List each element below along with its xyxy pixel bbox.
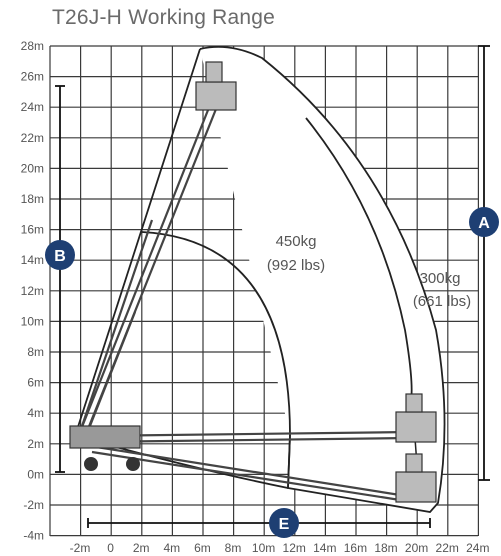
y-tick-label: 20m bbox=[21, 161, 44, 175]
y-tick-label: 22m bbox=[21, 131, 44, 145]
x-tick-label: 4m bbox=[163, 541, 180, 555]
x-tick-label: 22m bbox=[436, 541, 459, 555]
x-tick-label: 14m bbox=[313, 541, 336, 555]
machine-base bbox=[69, 425, 141, 471]
marker-e-label: E bbox=[279, 516, 290, 533]
inner-boundary bbox=[305, 117, 413, 406]
x-tick-label: 0 bbox=[107, 541, 114, 555]
x-tick-label: -2m bbox=[70, 541, 91, 555]
marker-e-badge bbox=[269, 508, 299, 538]
marker-a-badge bbox=[469, 207, 499, 237]
diagram-title: T26J-H Working Range bbox=[52, 6, 276, 29]
y-tick-label: 28m bbox=[21, 39, 44, 53]
inner-arc bbox=[141, 231, 291, 489]
x-tick-label: 8m bbox=[225, 541, 242, 555]
y-tick-label: 0m bbox=[27, 467, 44, 481]
marker-e: E bbox=[269, 508, 299, 538]
y-tick-label: 10m bbox=[21, 314, 44, 328]
x-tick-label: 24m bbox=[466, 541, 489, 555]
marker-b-label: B bbox=[54, 248, 66, 265]
x-tick-label: 20m bbox=[405, 541, 428, 555]
basket-top bbox=[195, 61, 237, 111]
y-tick-label: 26m bbox=[21, 70, 44, 84]
basket-mid bbox=[395, 393, 437, 443]
y-tick-label: 2m bbox=[27, 437, 44, 451]
zone-inner-kg: 450kg bbox=[276, 233, 317, 250]
boom-positions bbox=[78, 99, 411, 502]
zone-inner-lbs: (992 lbs) bbox=[267, 257, 325, 274]
outer-envelope bbox=[199, 45, 446, 513]
y-tick-label: 4m bbox=[27, 406, 44, 420]
basket-low bbox=[395, 453, 437, 503]
y-tick-label: 18m bbox=[21, 192, 44, 206]
marker-a: A bbox=[469, 207, 499, 237]
dimension-lines bbox=[55, 45, 490, 528]
x-axis-ticks: -2m 0 2m 4m 6m 8m 10m 12m 14m 16m 18m 20m 22m 24m bbox=[70, 541, 490, 555]
x-tick-label: 16m bbox=[344, 541, 367, 555]
y-axis-ticks: 28m 26m 24m 22m 20m 18m 16m 14m 12m 10m 8m 6m 4m 2m 0m… bbox=[21, 39, 44, 543]
y-tick-label: 16m bbox=[21, 223, 44, 237]
x-tick-label: 12m bbox=[283, 541, 306, 555]
y-tick-label: -4m bbox=[23, 529, 44, 543]
y-tick-label: 12m bbox=[21, 284, 44, 298]
y-tick-label: 14m bbox=[21, 253, 44, 267]
marker-a-label: A bbox=[478, 215, 490, 232]
y-tick-label: 24m bbox=[21, 100, 44, 114]
marker-b-badge bbox=[45, 240, 75, 270]
x-tick-label: 18m bbox=[374, 541, 397, 555]
boom-envelope-left bbox=[76, 48, 201, 431]
zone-outer-kg: 300kg bbox=[420, 270, 461, 287]
x-tick-label: 2m bbox=[133, 541, 150, 555]
y-tick-label: -2m bbox=[23, 498, 44, 512]
marker-b: B bbox=[45, 240, 75, 270]
zone-outer-lbs: (661 lbs) bbox=[413, 293, 471, 310]
y-tick-label: 8m bbox=[27, 345, 44, 359]
x-tick-label: 6m bbox=[194, 541, 211, 555]
y-tick-label: 6m bbox=[27, 376, 44, 390]
x-tick-label: 10m bbox=[252, 541, 275, 555]
